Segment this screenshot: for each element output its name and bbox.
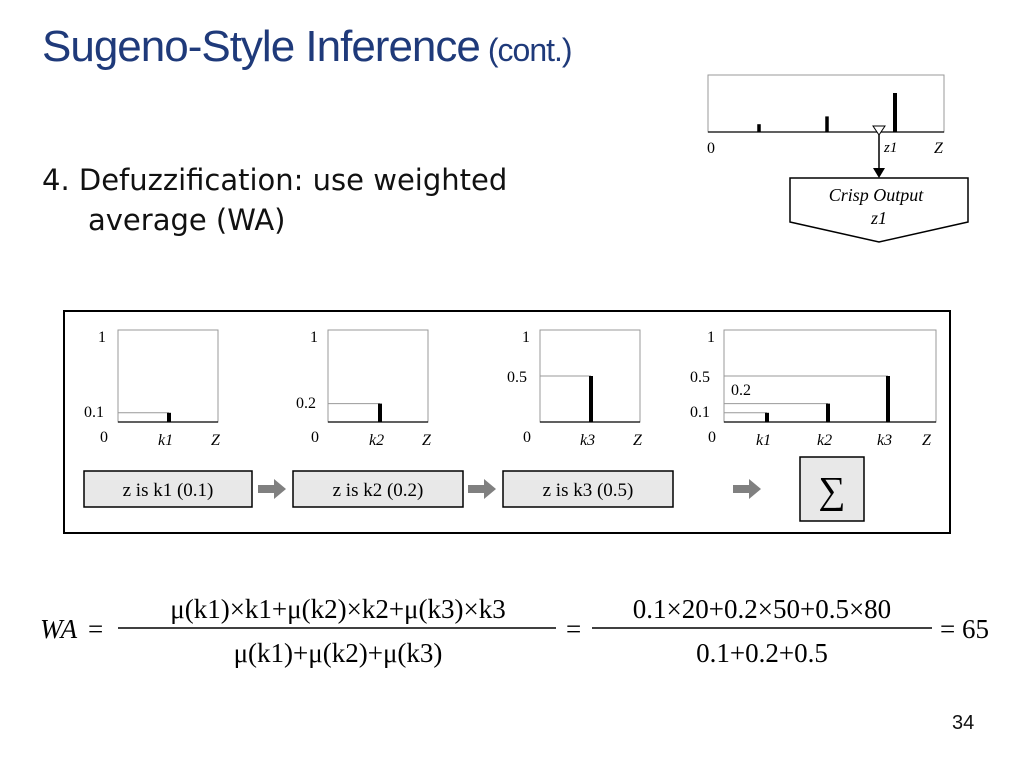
arrow-right-icon (258, 479, 286, 499)
level-label: 0.2 (296, 395, 316, 412)
axis-end-label: Z (422, 432, 432, 449)
z1-marker-triangle-icon (872, 125, 886, 136)
crisp-output-label: Crisp Output (829, 185, 925, 205)
x-label-k2: k2 (817, 432, 832, 449)
rule-box-k2 (292, 470, 464, 508)
arrow-right-icon (733, 479, 761, 499)
level-label-0-5: 0.5 (690, 369, 710, 386)
x-label-k1: k1 (756, 432, 771, 449)
singleton-chart-k3: 1 0.5 0 k3 Z (507, 329, 643, 449)
chart-frame (117, 329, 219, 423)
x-label: k1 (158, 432, 173, 449)
slide-title: Sugeno-Style Inference(cont.) (42, 22, 573, 72)
arrow-right-icon (468, 479, 496, 499)
bullet-line-2: average (WA) (88, 203, 286, 237)
x-label: k2 (369, 432, 384, 449)
crisp-output-var: z1 (870, 208, 887, 228)
output-axis-zero: 0 (707, 140, 715, 157)
formula-numerator-1: μ(k1)×k1+μ(k2)×k2+μ(k3)×k3 (170, 594, 506, 624)
rule-box-k3 (502, 470, 674, 508)
bullet-text: 4. Defuzzification: use weighted average… (42, 160, 507, 240)
output-singletons (757, 93, 897, 132)
level-label: 0.1 (84, 404, 104, 421)
formula-eq-2: = (566, 614, 581, 644)
rule-label-k2: z is k2 (0.2) (333, 480, 424, 501)
sigma-icon: ∑ (818, 470, 845, 512)
formula-denominator-1: μ(k1)+μ(k2)+μ(k3) (234, 638, 443, 668)
y-zero-label: 0 (523, 429, 531, 446)
level-label-0-1: 0.1 (690, 404, 710, 421)
axis-end-label: Z (922, 432, 932, 449)
output-z1-label: z1 (883, 140, 897, 156)
rule-box-k1 (83, 470, 253, 508)
axis-end-label: Z (211, 432, 221, 449)
y-top-label: 1 (98, 329, 106, 346)
rule-boxes: z is k1 (0.1) z is k2 (0.2) z is k3 (0.5… (83, 456, 865, 522)
singleton-chart-k2: 1 0.2 0 k2 Z (296, 329, 432, 449)
formula-result: = 65 (940, 614, 989, 644)
y-zero-label: 0 (311, 429, 319, 446)
level-label: 0.5 (507, 369, 527, 386)
y-top-label: 1 (707, 329, 715, 346)
page-number: 34 (952, 712, 975, 734)
output-panel: 0 Z z1 Crisp Output z1 (707, 74, 969, 243)
formula-numerator-2: 0.1×20+0.2×50+0.5×80 (633, 594, 891, 624)
formula-denominator-2: 0.1+0.2+0.5 (696, 638, 828, 668)
flow-arrows (258, 479, 761, 499)
arrow-down-icon (873, 168, 885, 178)
x-label: k3 (580, 432, 595, 449)
title-suffix: (cont.) (487, 32, 573, 68)
summation-box (799, 456, 865, 522)
bullet-line-1: 4. Defuzzification: use weighted (42, 163, 508, 197)
y-zero-label: 0 (100, 429, 108, 446)
rule-label-k3: z is k3 (0.5) (543, 480, 634, 501)
y-zero-label: 0 (708, 429, 716, 446)
formula-eq-1: = (88, 614, 103, 644)
axis-end-label: Z (633, 432, 643, 449)
wa-formula: WA = μ(k1)×k1+μ(k2)×k2+μ(k3)×k3 μ(k1)+μ(… (40, 594, 989, 668)
singleton-chart-k1: 1 0.1 0 k1 Z (84, 329, 221, 449)
crisp-output-box (789, 177, 969, 243)
y-top-label: 1 (310, 329, 318, 346)
aggregate-chart: 1 0.5 0.2 0.1 0 k1 k2 k3 Z (690, 329, 937, 449)
formula-lhs: WA (40, 614, 78, 644)
x-label-k3: k3 (877, 432, 892, 449)
title-main: Sugeno-Style Inference (42, 22, 481, 71)
rule-label-k1: z is k1 (0.1) (123, 480, 214, 501)
output-axis-end: Z (934, 140, 944, 157)
level-label-0-2: 0.2 (731, 382, 751, 399)
y-top-label: 1 (522, 329, 530, 346)
